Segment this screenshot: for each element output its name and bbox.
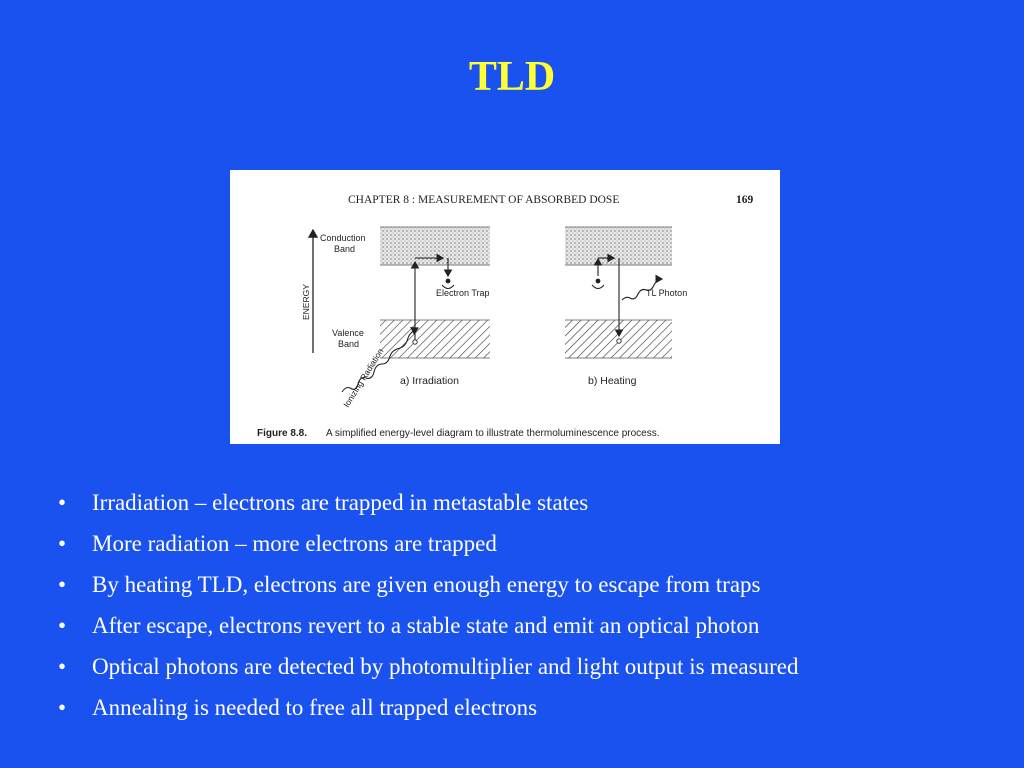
trapped-electron-a [445,278,451,284]
bullet-item: • By heating TLD, electrons are given eno… [56,564,996,605]
tl-photon-label: TL Photon [646,288,687,298]
valence-band-label-2: Band [338,339,359,349]
bullet-item: • After escape, electrons revert to a sta… [56,605,996,646]
panel-a-label: a) Irradiation [400,375,459,387]
ionizing-radiation-wave [341,327,419,393]
chapter-header: CHAPTER 8 : MEASUREMENT OF ABSORBED DOSE [348,194,619,206]
caption-text: A simplified energy-level diagram to ill… [326,428,659,439]
bullet-glyph: • [58,490,67,515]
bullet-glyph: • [58,572,67,597]
bullet-item: • More radiation – more electrons are tra… [56,523,996,564]
bullet-item: • Annealing is needed to free all trapped… [56,687,996,728]
energy-level-diagram: CHAPTER 8 : MEASUREMENT OF ABSORBED DOSE… [257,194,754,439]
caption-number: Figure 8.8. [257,428,307,439]
tl-photon-wave [621,274,664,301]
bullet-list: • Irradiation – electrons are trapped in … [56,482,996,728]
bullet-text: Annealing is needed to free all trapped … [92,695,538,720]
trap-well-a [441,284,455,289]
page-number: 169 [736,194,754,206]
valence-band-a [380,320,490,358]
bullet-text: Optical photons are detected by photomul… [92,654,799,679]
ionizing-radiation-label: Ionizing Radiation [341,346,385,409]
bullet-item: • Irradiation – electrons are trapped in … [56,482,996,523]
panel-b-label: b) Heating [588,375,637,387]
recombination-site [616,338,622,344]
trap-well-b [591,284,605,289]
conduction-band-label-2: Band [334,244,355,254]
bullet-glyph: • [58,654,67,679]
bullet-text: More radiation – more electrons are trap… [92,531,497,556]
conduction-band-label: Conduction [320,233,366,243]
bullet-text: After escape, electrons revert to a stab… [92,613,760,638]
electron-trap-label: Electron Trap [436,288,490,298]
bullet-glyph: • [58,695,67,720]
valence-band-label: Valence [332,328,364,338]
bullet-glyph: • [58,613,67,638]
bullet-text: Irradiation – electrons are trapped in m… [92,490,589,515]
energy-label: ENERGY [301,284,311,320]
bullet-item: • Optical photons are detected by photomu… [56,646,996,687]
energy-level-figure: CHAPTER 8 : MEASUREMENT OF ABSORBED DOSE… [230,170,780,444]
bullet-text: By heating TLD, electrons are given enou… [92,572,761,597]
bullet-glyph: • [58,531,67,556]
trapped-electron-b [595,278,601,284]
conduction-band-a [380,227,490,265]
hole [412,339,418,345]
slide-title: TLD [468,54,556,100]
